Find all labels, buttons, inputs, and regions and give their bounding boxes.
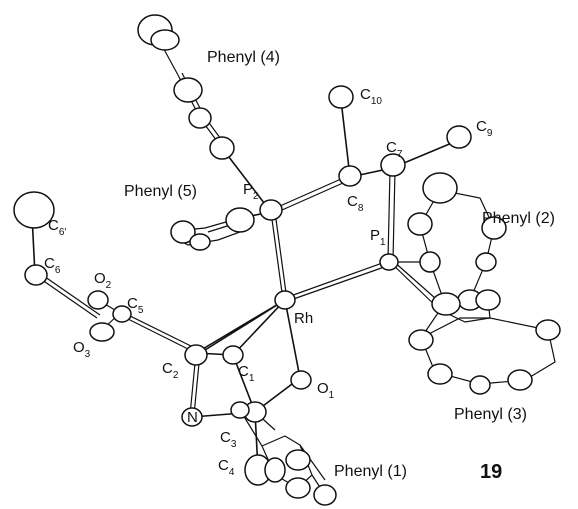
atom-ph1-c: [285, 477, 311, 499]
atom-ph3-f: [469, 375, 491, 395]
label-c6: C6: [44, 255, 61, 276]
label-p2: P2: [243, 181, 259, 202]
bond-c7-p1: [387, 169, 391, 261]
atom-ph3-c: [535, 319, 561, 341]
atom-o2: [87, 290, 109, 310]
label-p1: P1: [370, 227, 386, 248]
label-c3: C3: [220, 429, 237, 450]
label-c10: C10: [360, 86, 382, 107]
bond-o3-c6b: [37, 271, 101, 316]
atom-o1: [290, 370, 312, 390]
atom-c6: [24, 264, 48, 286]
bond-c2-c5b: [121, 311, 200, 351]
bond-c7-p1b: [392, 169, 396, 261]
atom-n: [181, 407, 203, 427]
bond-rh-c1: [232, 299, 286, 356]
label-c4: C4: [218, 457, 235, 478]
atom-ph3-d: [427, 363, 453, 385]
atom-ph3-ipso: [431, 292, 461, 316]
label-phenyl-4: Phenyl (4): [207, 49, 280, 66]
atom-labels: Rh N P2 P1 C10 C9 C7 C8 C6′ C6 O2 C5 O3 …: [44, 86, 493, 478]
atom-ph1-a: [264, 457, 286, 483]
label-o2: O2: [94, 270, 112, 291]
atom-ph5-c: [189, 233, 211, 251]
atoms: [13, 14, 561, 506]
atom-ph2-a: [422, 172, 458, 204]
bond-p2-c8b: [272, 178, 353, 215]
bond-c2-c5: [119, 314, 197, 354]
bond-rh-p2: [270, 211, 284, 301]
atom-ph3-b: [408, 329, 434, 351]
label-o1: O1: [317, 380, 335, 401]
label-rh: Rh: [294, 310, 313, 327]
label-phenyl-2: Phenyl (2): [482, 210, 555, 227]
atom-ph2-d: [475, 252, 497, 272]
label-o3: O3: [73, 339, 91, 360]
bond-c8-c10: [340, 99, 351, 178]
atom-ph4-c4: [188, 107, 212, 129]
atom-p1: [379, 253, 399, 271]
label-c9: C9: [476, 118, 493, 139]
label-phenyl-3: Phenyl (3): [454, 406, 527, 423]
compound-number: 19: [480, 461, 502, 483]
atom-c10: [328, 85, 354, 109]
atom-ph2-ipso: [419, 251, 441, 273]
bond-rh-p1b: [284, 264, 391, 303]
bond-p2-ph4: [221, 147, 272, 213]
atom-c7: [380, 153, 406, 177]
atom-ph4-c2: [150, 29, 180, 51]
atom-c9: [446, 125, 472, 149]
bond-rh-c2b: [204, 299, 286, 351]
atom-ph4-c3: [173, 77, 203, 103]
atom-c8: [338, 165, 362, 187]
atom-ph1-d: [313, 484, 337, 506]
atom-c1: [222, 345, 244, 365]
atom-p2: [259, 199, 283, 221]
bonds: [31, 41, 556, 496]
ring-ph2: [419, 189, 495, 305]
atom-ph5-a: [225, 207, 255, 233]
atom-ph4-c5: [209, 136, 235, 160]
atom-rh: [274, 290, 296, 310]
atom-c3b: [230, 401, 250, 419]
atom-c5: [112, 305, 132, 323]
bond-rh-p1: [284, 260, 389, 299]
atom-ph2-b: [407, 212, 433, 236]
group-labels: Phenyl (4) Phenyl (5) Phenyl (2) Phenyl …: [124, 49, 555, 480]
atom-c6p: [13, 191, 55, 229]
ring-ph3-join: [420, 317, 490, 339]
label-c1: C1: [238, 363, 255, 384]
atom-ph2-c: [481, 216, 507, 240]
label-phenyl-5: Phenyl (5): [124, 183, 197, 200]
label-c8: C8: [347, 193, 364, 214]
bond-rh-o1: [284, 299, 301, 379]
atom-ph1-b: [285, 449, 311, 471]
bond-o3-c6: [34, 274, 98, 319]
label-c2: C2: [162, 360, 179, 381]
atom-ph3-e: [507, 369, 533, 391]
atom-ph3-a: [475, 289, 501, 311]
bond-p2-c8: [270, 174, 351, 211]
label-c7: C7: [386, 139, 403, 160]
atom-c2: [184, 344, 208, 366]
label-c5: C5: [127, 295, 144, 316]
label-c6p: C6′: [48, 217, 66, 238]
atom-o3: [89, 322, 115, 342]
bond-rh-p2b: [274, 211, 288, 301]
label-phenyl-1: Phenyl (1): [334, 463, 407, 480]
atom-ph5-b: [170, 220, 196, 244]
label-n: N: [187, 409, 198, 426]
